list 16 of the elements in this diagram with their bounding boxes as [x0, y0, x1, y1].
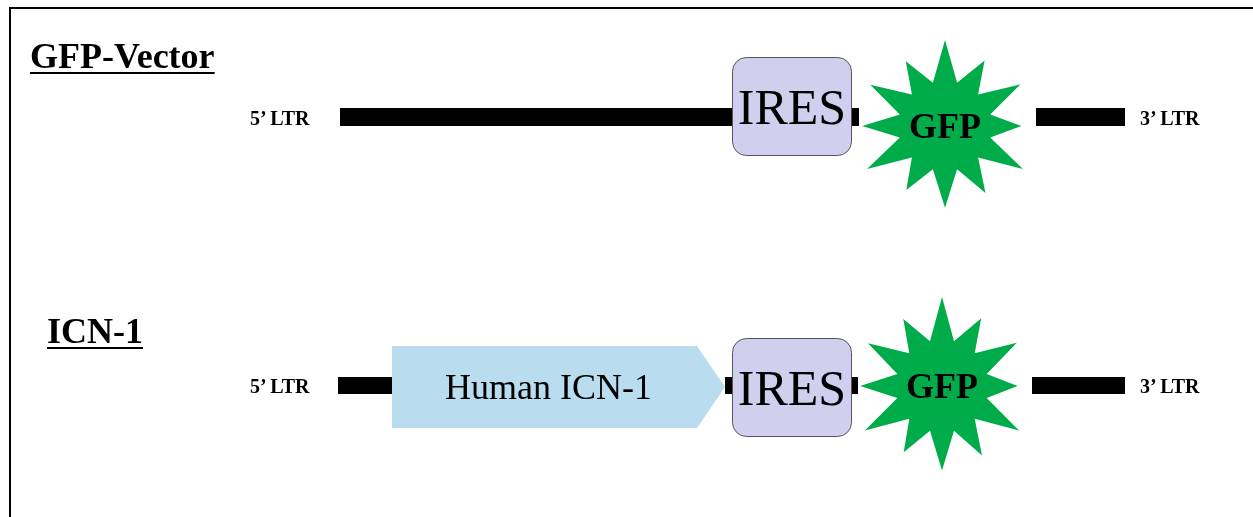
construct-heading: ICN-1 — [47, 313, 143, 349]
dna-backbone — [340, 108, 732, 126]
ltr-label: 3’ LTR — [1140, 108, 1200, 128]
ltr-label: 5’ LTR — [250, 108, 310, 128]
gene-arrow-box: Human ICN-1 — [392, 346, 725, 428]
dna-backbone — [852, 108, 859, 126]
ltr-label: 3’ LTR — [1140, 376, 1200, 396]
ltr-label: 5’ LTR — [250, 376, 310, 396]
element-box: IRES — [732, 57, 852, 156]
dna-backbone — [1036, 108, 1125, 126]
dna-backbone — [852, 377, 858, 394]
dna-backbone — [725, 377, 732, 394]
element-box: IRES — [732, 338, 852, 437]
dna-backbone — [338, 377, 392, 394]
construct-heading: GFP-Vector — [30, 38, 215, 74]
dna-backbone — [1032, 377, 1125, 394]
